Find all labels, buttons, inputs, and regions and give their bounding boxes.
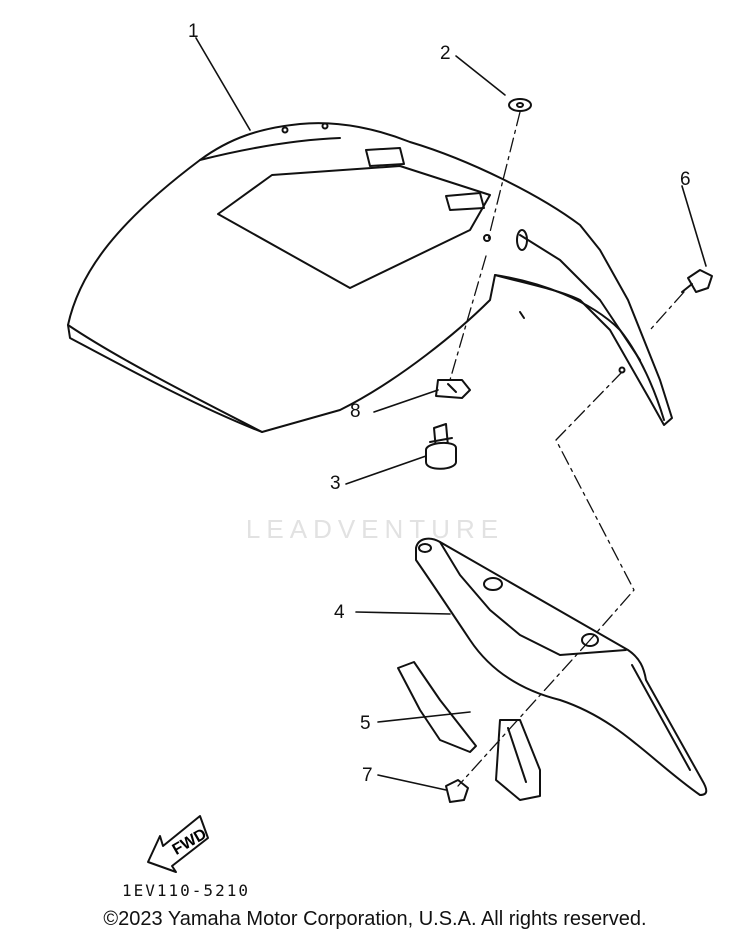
leader-line-4 [355, 611, 451, 615]
callout-6[interactable]: 6 [680, 169, 691, 190]
rear-fender-part[interactable] [67, 122, 673, 433]
copyright-notice: ©2023 Yamaha Motor Corporation, U.S.A. A… [103, 908, 647, 930]
alignment-line-clip [449, 255, 487, 381]
alignment-line-bolt [649, 291, 685, 331]
leader-line-3 [345, 455, 427, 485]
callout-3[interactable]: 3 [330, 473, 341, 494]
bracket-part[interactable] [397, 661, 541, 801]
leader-line-7 [377, 774, 447, 791]
bolt-part-3[interactable] [425, 423, 457, 470]
callout-2[interactable]: 2 [440, 43, 451, 64]
leader-line-5 [377, 711, 471, 723]
washer-part[interactable] [508, 98, 532, 112]
alignment-line-nut [457, 639, 591, 787]
leader-line-1 [195, 37, 251, 131]
fwd-arrow [147, 815, 209, 873]
number-plate-part[interactable] [415, 537, 708, 796]
callout-8[interactable]: 8 [350, 401, 361, 422]
callout-7[interactable]: 7 [362, 765, 373, 786]
bolt-part-6[interactable] [681, 269, 713, 293]
leader-line-6 [681, 185, 707, 267]
callout-1[interactable]: 1 [188, 21, 199, 42]
diagram-code: 1EV110-5210 [122, 881, 250, 900]
nut-part[interactable] [445, 779, 469, 803]
callout-4[interactable]: 4 [334, 602, 345, 623]
watermark-text: LEADVENTURE [245, 514, 505, 544]
leader-line-8 [373, 389, 439, 413]
clip-nut-part[interactable] [435, 379, 471, 399]
alignment-line-plate [555, 371, 635, 641]
leader-line-2 [455, 55, 506, 96]
callout-5[interactable]: 5 [360, 713, 371, 734]
alignment-line-washer [487, 111, 521, 241]
